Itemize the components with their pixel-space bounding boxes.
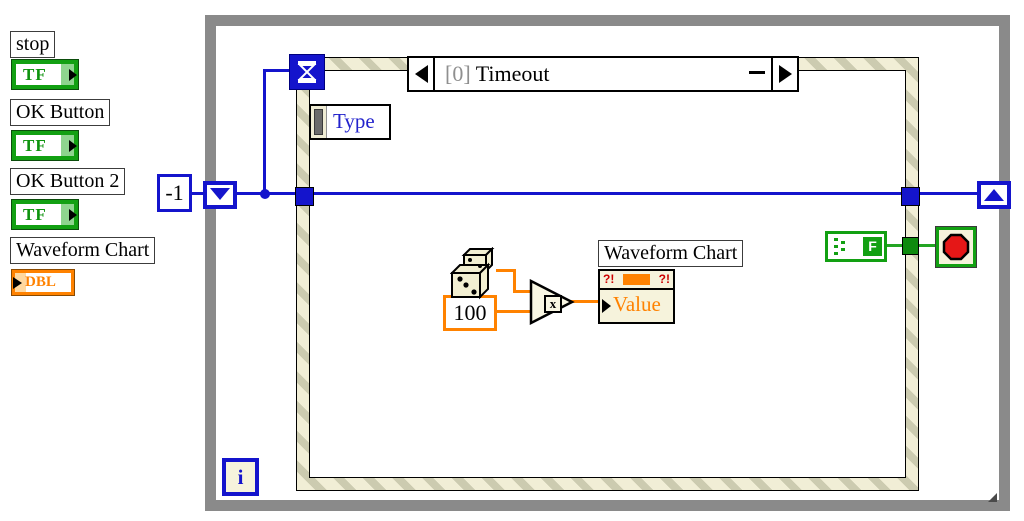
dbl-glyph: DBL (25, 274, 56, 290)
event-case-name: Timeout (475, 61, 550, 86)
tf-glyph: TF (23, 136, 47, 155)
event-data-node-bar-icon (314, 109, 323, 135)
shift-register-left[interactable] (203, 181, 237, 209)
shift-register-down-arrow-icon (210, 188, 230, 200)
loop-iteration-terminal[interactable]: i (222, 458, 259, 496)
false-value-glyph: F (863, 237, 882, 256)
ok-button-label[interactable]: OK Button (10, 99, 111, 126)
integer-wire-to-timeout[interactable] (263, 69, 291, 72)
event-case-title[interactable]: [0] Timeout (435, 61, 771, 87)
shift-register-right[interactable] (977, 181, 1011, 209)
warning-glyph-left: ?! (603, 272, 615, 286)
double-wire-dice-to-multiply[interactable] (513, 290, 533, 293)
input-arrow-icon (13, 277, 22, 289)
event-tunnel-right[interactable] (901, 187, 920, 206)
random-number-function[interactable] (449, 246, 500, 306)
left-arrow-icon (414, 65, 428, 83)
previous-case-button[interactable] (409, 58, 435, 90)
output-arrow-icon (69, 209, 77, 221)
integer-wire-branch-vertical[interactable] (263, 69, 266, 195)
event-data-node[interactable]: Type (309, 104, 391, 140)
false-boolean-constant[interactable]: F (825, 231, 887, 262)
stop-label[interactable]: stop (10, 31, 56, 58)
output-arrow-icon (69, 140, 77, 152)
property-name: Value (613, 292, 661, 316)
loop-conditional-terminal[interactable] (936, 227, 976, 267)
integer-wire-main[interactable] (189, 192, 978, 195)
right-arrow-icon (778, 65, 792, 83)
waveform-chart-property-node[interactable]: ?! ?! Value (598, 269, 675, 324)
event-data-field-label[interactable]: Type (333, 109, 375, 133)
event-selector-label[interactable]: [0] Timeout (407, 56, 799, 92)
next-case-button[interactable] (771, 58, 797, 90)
waveform-chart-label[interactable]: Waveform Chart (10, 237, 156, 264)
double-wire-dice-down[interactable] (513, 269, 516, 293)
multiply-symbol: x (544, 295, 562, 313)
event-timeout-terminal[interactable] (289, 54, 325, 90)
wire-junction-dot[interactable] (260, 189, 270, 199)
double-wire-multiply-to-value[interactable] (571, 300, 600, 303)
tf-glyph: TF (23, 65, 47, 84)
property-node-header: ?! ?! (600, 271, 673, 290)
case-menu-dash-icon (749, 71, 765, 74)
ok-button-boolean-terminal[interactable]: TF (12, 131, 78, 160)
tf-glyph: TF (23, 205, 47, 224)
waveform-chart-dbl-terminal[interactable]: DBL (12, 270, 74, 295)
hourglass-icon (297, 61, 317, 83)
property-row-value[interactable]: Value (600, 290, 673, 322)
property-node-owner-label[interactable]: Waveform Chart (598, 240, 744, 267)
shift-register-init-constant[interactable]: -1 (157, 174, 192, 212)
event-tunnel-left[interactable] (295, 187, 314, 206)
boolean-constant-dots-icon (834, 237, 845, 255)
ok-button-2-label[interactable]: OK Button 2 (10, 168, 126, 195)
ok-button-2-boolean-terminal[interactable]: TF (12, 200, 78, 229)
property-input-arrow-icon (602, 299, 611, 313)
loop-resize-handle-icon[interactable] (988, 493, 997, 502)
event-case-index: [0] (445, 61, 471, 86)
output-arrow-icon (69, 69, 77, 81)
event-data-node-strip (311, 106, 327, 138)
while-loop-border[interactable] (205, 15, 1010, 511)
shift-register-up-arrow-icon (984, 189, 1004, 201)
double-wire-100-to-multiply[interactable] (494, 310, 533, 313)
stop-sign-icon (942, 233, 970, 261)
event-tunnel-boolean[interactable] (902, 237, 919, 255)
stop-boolean-terminal[interactable]: TF (12, 60, 78, 89)
warning-glyph-right: ?! (658, 272, 670, 286)
property-node-class-icon (623, 274, 650, 285)
double-wire-dice-out[interactable] (496, 269, 516, 272)
event-structure-border[interactable] (296, 57, 919, 491)
dice-icon (449, 246, 495, 300)
